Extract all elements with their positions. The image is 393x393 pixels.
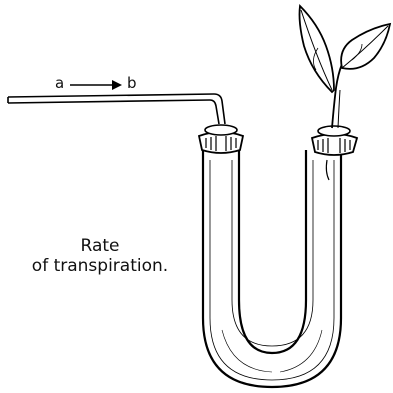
flow-arrow — [70, 80, 122, 90]
u-tube — [203, 148, 341, 387]
right-cork — [312, 126, 357, 180]
capillary-tube — [8, 94, 225, 124]
label-point-b: b — [127, 76, 137, 91]
left-cork — [199, 125, 243, 153]
caption-line-2: of transpiration. — [0, 256, 200, 276]
plant-shoot — [300, 6, 391, 128]
label-point-a: a — [55, 76, 64, 91]
caption-line-1: Rate — [0, 236, 200, 256]
diagram-caption: Rate of transpiration. — [0, 236, 200, 277]
